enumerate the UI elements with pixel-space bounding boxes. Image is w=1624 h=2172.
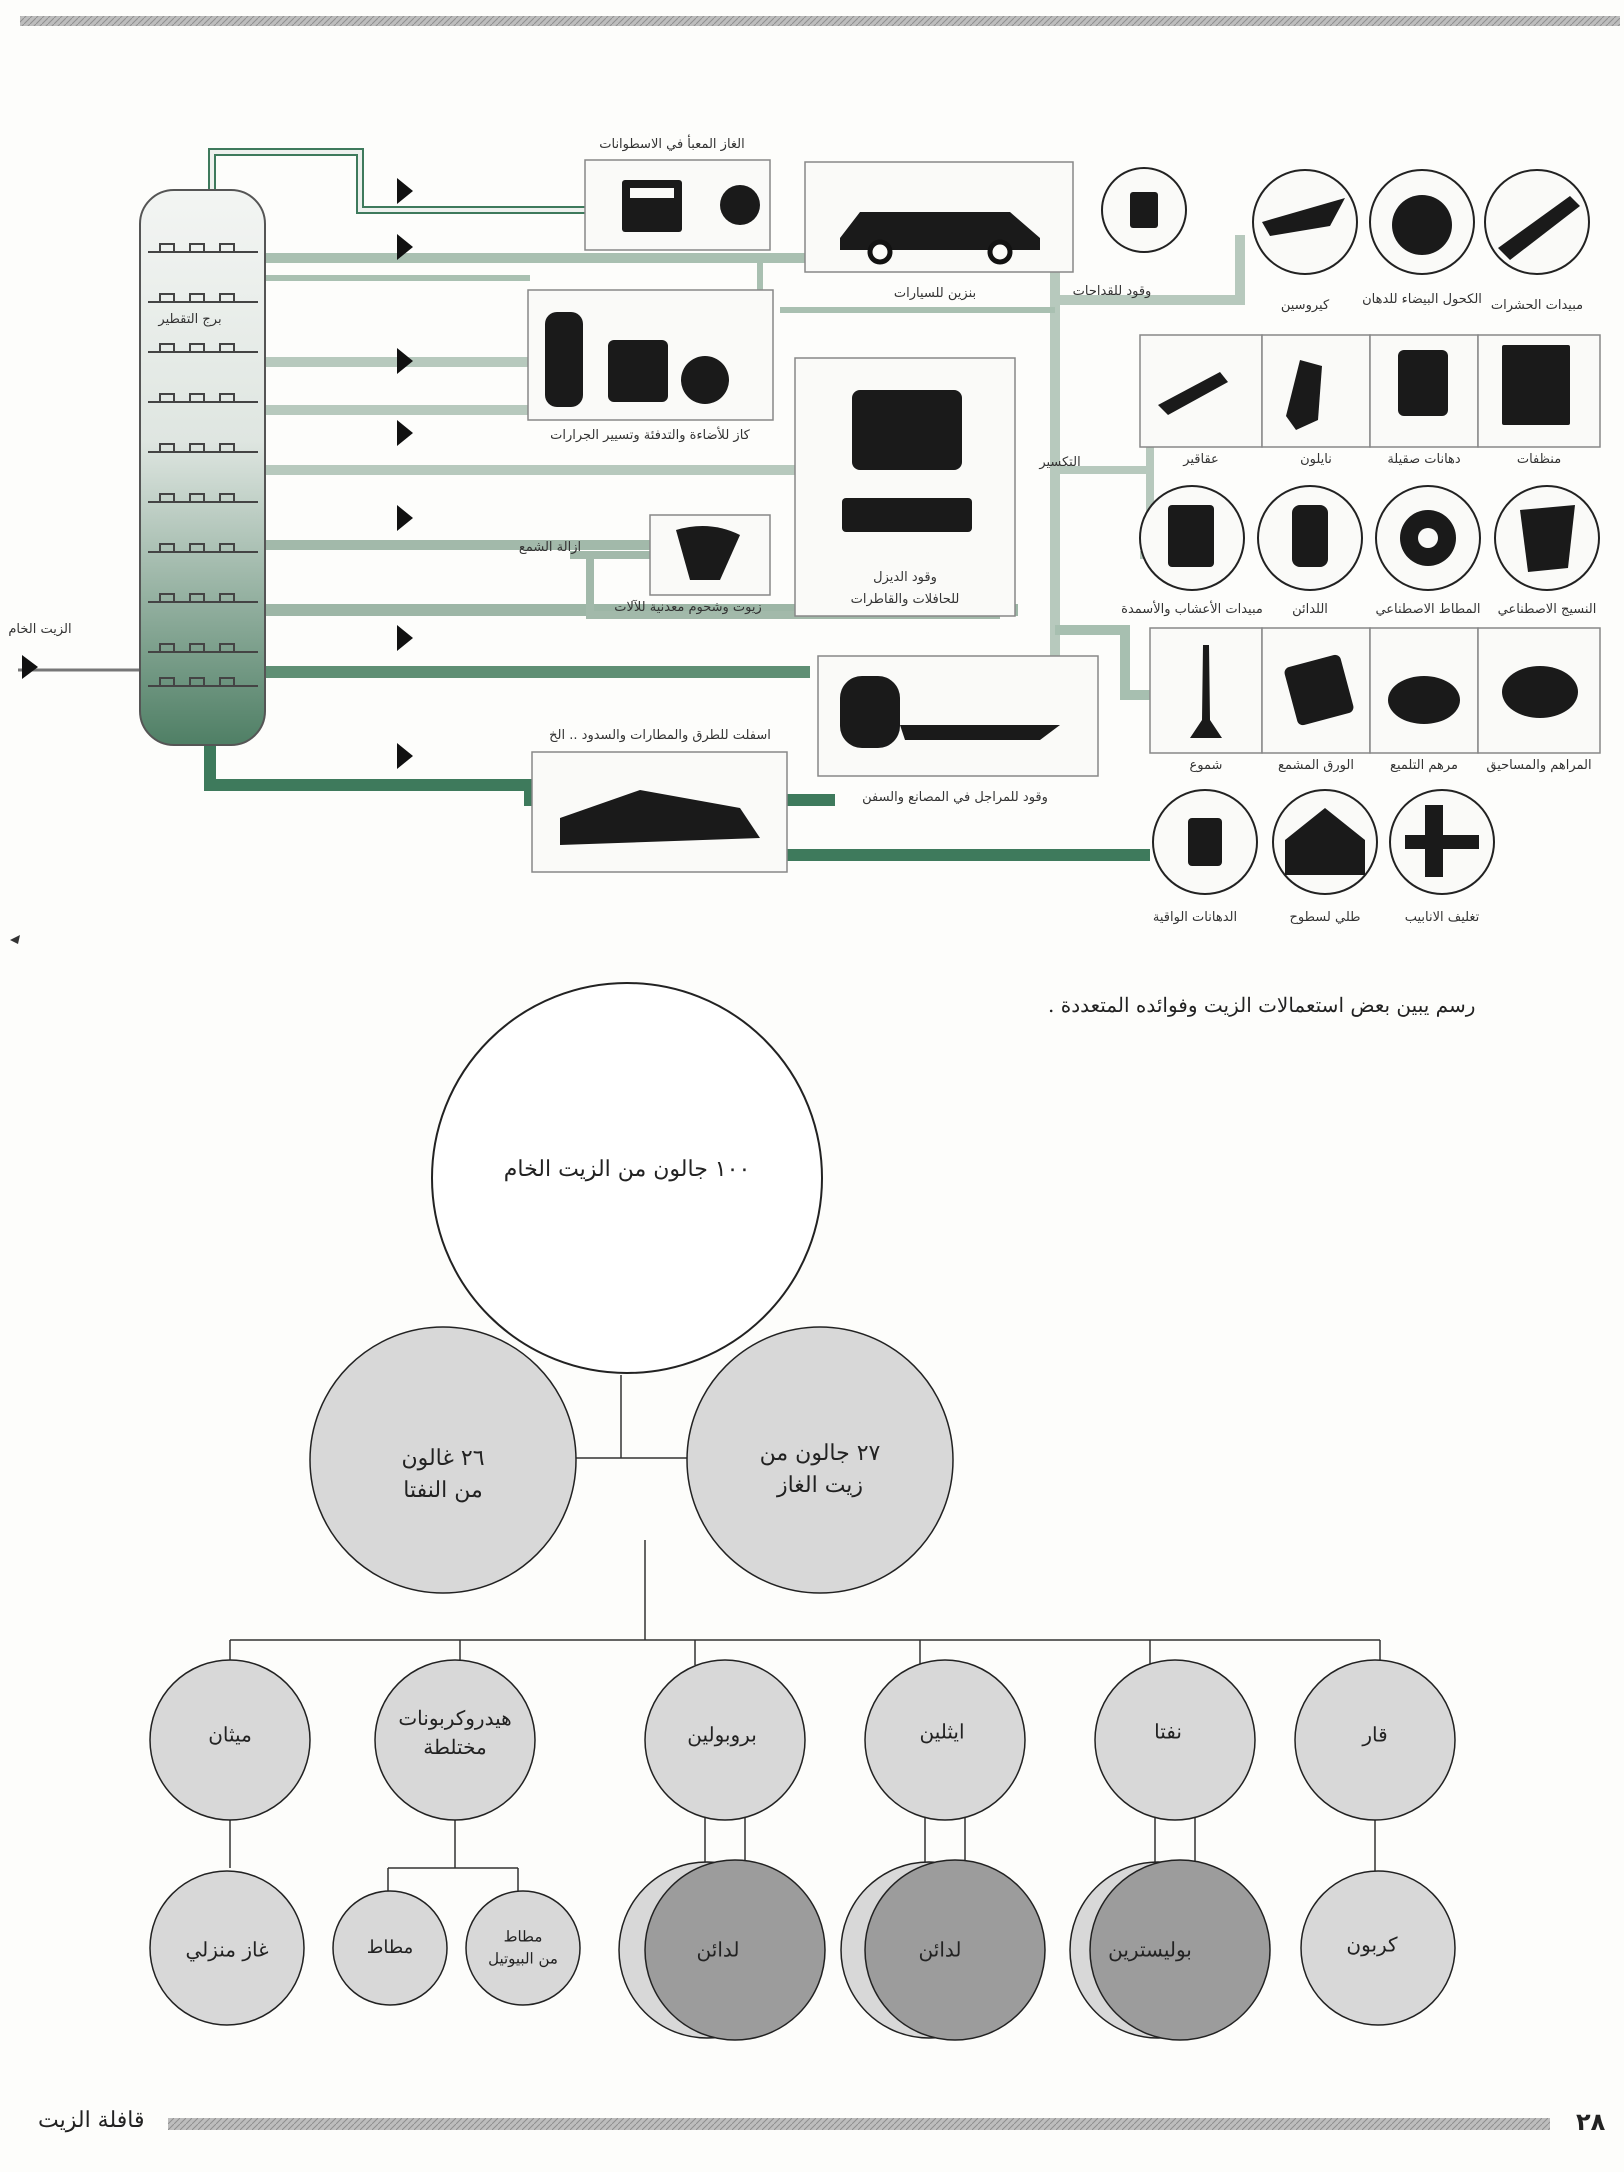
product-detergents: منظفات xyxy=(1516,452,1562,467)
tree-l3-rubber-circle xyxy=(332,1890,448,2006)
tree-l3-plastics1: لدائن xyxy=(697,1936,740,1965)
tree-l3-plastics1-line1: لدائن xyxy=(696,1937,740,1962)
kerosene-uses-label: كاز للأضاءة والتدفئة وتسيير الجرارات xyxy=(550,428,750,443)
tree-l3-rubber-line1: مطاط xyxy=(366,1936,414,1958)
picture-boxes xyxy=(527,159,1099,873)
product-roof-coating: طلي لسطوح xyxy=(1289,910,1361,925)
tree-l3-carbon-line1: كربون xyxy=(1346,1932,1398,1957)
product-kerosene: كيروسين xyxy=(1280,298,1330,313)
tree-l2-ethylene-circle xyxy=(864,1659,1026,1821)
tree-l1-naphtha: ٢٦ غالون من النفتا xyxy=(401,1443,484,1507)
product-illustrations xyxy=(1130,192,1580,877)
petrol-label: بنزين للسيارات xyxy=(893,286,977,301)
tree-root-text: ١٠٠ جالون من الزيت الخام xyxy=(503,1157,751,1183)
product-wax-paper: الورق المشمع xyxy=(1278,758,1354,773)
tree-l2-methane-line1: ميثان xyxy=(208,1722,252,1747)
tree-l1-gasoil: ٢٧ جالون من زيت الغاز xyxy=(760,1438,881,1502)
tree-l2-methane: ميثان xyxy=(208,1721,252,1750)
product-polishes: دهانات صقيلة xyxy=(1387,452,1461,467)
tree-l3-homegas: غاز منزلي xyxy=(185,1936,268,1965)
tree-l2-ethylene: ايثلين xyxy=(919,1718,964,1747)
tower-label: برج التقطير xyxy=(158,312,222,327)
diesel-sub-label: للحافلات والقاطرات xyxy=(850,592,960,607)
tree-l3-polystyrene-circle xyxy=(1089,1859,1271,2041)
tree-l3-polystyrene: بوليسترين xyxy=(1108,1936,1192,1965)
cracking-label: التكسير xyxy=(1039,455,1081,470)
tree-l2-propylene-circle xyxy=(644,1659,806,1821)
lube-oils-label: زيوت وشحوم معدنية للآلات xyxy=(614,600,762,615)
tower-trays xyxy=(148,243,258,687)
tree-root-circle xyxy=(431,982,823,1374)
tree-l1-naphtha-circle xyxy=(309,1326,577,1594)
product-herbicides: مبيدات الأعشاب والأسمدة xyxy=(1121,602,1263,617)
wax-removal-label: ازالة الشمع xyxy=(518,540,582,555)
furnace-fuel-label: وقود للمراجل في المصانع والسفن xyxy=(862,790,1048,805)
lighter-fuel-label: وقود للقداحات xyxy=(1072,284,1152,299)
product-synthetic-fabric: النسيج الاصطناعي xyxy=(1497,602,1597,617)
tree-l2-naphtha: نفتا xyxy=(1154,1718,1182,1747)
tree-l1-naphtha-line1: ٢٦ غالون xyxy=(401,1446,485,1472)
tree-l3-plastics1-circle xyxy=(644,1859,826,2041)
tree-l2-mixed-line2: مختلطة xyxy=(423,1735,487,1759)
product-protective-paints: الدهانات الواقية xyxy=(1152,910,1238,925)
tree-l3-butyl-circle xyxy=(465,1890,581,2006)
top-rule xyxy=(20,16,1620,26)
product-candles: شموع xyxy=(1189,758,1223,773)
tree-l2-mixed: هيدروكربونات مختلطة xyxy=(398,1704,511,1762)
figure-caption: رسم يبين بعض استعمالات الزيت وفوائده الم… xyxy=(1048,993,1476,1017)
tree-l3-polystyrene-line1: بوليسترين xyxy=(1108,1937,1192,1962)
tree-l3-butyl-line2: من البيوتيل xyxy=(488,1949,558,1967)
product-ointments: المراهم والمساحيق xyxy=(1486,758,1592,773)
product-insecticides: مبيدات الحشرات xyxy=(1490,298,1584,313)
flow-arrows xyxy=(22,178,413,769)
tree-l3-rubber: مطاط xyxy=(367,1935,414,1961)
tree-l3-homegas-line1: غاز منزلي xyxy=(185,1937,269,1962)
bottled-gas-label: الغاز المعبأ في الاسطوانات xyxy=(599,137,745,152)
box-illustrations xyxy=(545,180,1060,845)
tree-l1-gasoil-circle xyxy=(686,1326,954,1594)
diesel-label: وقود الديزل xyxy=(873,570,937,585)
asphalt-label: اسفلت للطرق والمطارات والسدود .. الخ xyxy=(549,728,771,743)
tree-root-label: ١٠٠ جالون من الزيت الخام xyxy=(504,1154,751,1186)
tree-l1-gasoil-line2: زيت الغاز xyxy=(776,1473,864,1498)
product-drugs: عقاقير xyxy=(1183,452,1219,467)
tree-l2-propylene: بروبولين xyxy=(687,1721,757,1750)
distillation-tower xyxy=(139,189,266,746)
tree-l3-carbon: كربون xyxy=(1346,1931,1397,1960)
tree-l2-methane-circle xyxy=(149,1659,311,1821)
tree-l2-tar-circle xyxy=(1294,1659,1456,1821)
tree-l3-homegas-circle xyxy=(149,1870,305,2026)
refinery-pipes xyxy=(18,148,1280,861)
footer-magazine-title: قافلة الزيت xyxy=(38,2108,145,2133)
tree-l3-butyl: مطاط من البيوتيل xyxy=(488,1926,558,1970)
product-polish-cream: مرهم التلميع xyxy=(1390,758,1458,773)
footer-rule xyxy=(168,2118,1550,2130)
tree-l3-plastics2: لدائن xyxy=(919,1936,962,1965)
tree-l3-plastics2-line1: لدائن xyxy=(918,1937,962,1962)
product-synthetic-rubber: المطاط الاصطناعي xyxy=(1375,602,1481,617)
tree-l2-tar: قار xyxy=(1362,1721,1387,1750)
tree-l2-tar-line1: قار xyxy=(1362,1722,1388,1747)
crude-inlet-label: الزيت الخام xyxy=(8,622,72,637)
product-plastics: اللدائن xyxy=(1292,602,1328,617)
product-white-spirit: الكحول البيضاء للدهان xyxy=(1362,292,1482,307)
tree-l2-mixed-circle xyxy=(374,1659,536,1821)
product-pipe-wrapping: تغليف الانابيب xyxy=(1404,910,1480,925)
tree-l3-plastics2-circle xyxy=(864,1859,1046,2041)
tree-l2-ethylene-line1: ايثلين xyxy=(919,1719,965,1744)
tree-l2-naphtha-circle xyxy=(1094,1659,1256,1821)
tree-l2-mixed-line1: هيدروكربونات xyxy=(398,1706,512,1730)
tree-l3-carbon-circle xyxy=(1300,1870,1456,2026)
tree-l2-propylene-line1: بروبولين xyxy=(687,1722,757,1747)
footer-page-number: ٢٨ xyxy=(1576,2108,1606,2136)
product-nylon: نايلون xyxy=(1300,452,1332,467)
tree-l2-naphtha-line1: نفتا xyxy=(1154,1719,1182,1744)
tree-l1-gasoil-line1: ٢٧ جالون من xyxy=(759,1441,881,1467)
tree-l1-naphtha-line2: من النفتا xyxy=(403,1478,483,1503)
tree-l3-butyl-line1: مطاط xyxy=(503,1927,543,1946)
